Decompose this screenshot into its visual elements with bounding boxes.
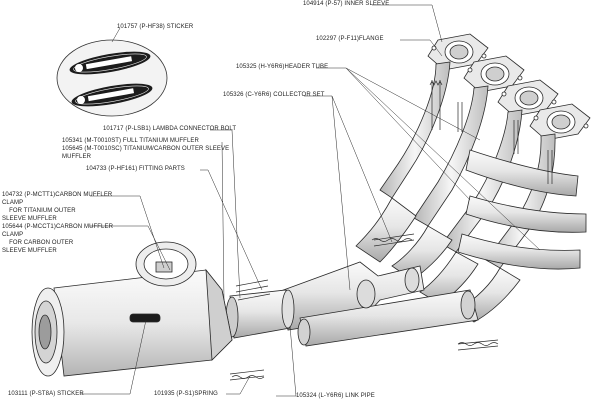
label-clamp-titanium-4: SLEEVE MUFFLER (2, 216, 57, 222)
label-clamp-carbon-2: CLAMP (2, 232, 24, 238)
spring-g (237, 293, 271, 301)
label-header-tube: 105325 (H-Y6R6)HEADER TUBE (236, 64, 329, 70)
flange-3 (497, 79, 559, 117)
link-pipe (225, 289, 295, 339)
sticker-sheet (56, 39, 168, 117)
flange-4 (529, 103, 591, 141)
spring-b (457, 102, 463, 132)
muffler (31, 268, 233, 377)
label-clamp-carbon-3: FOR CARBON OUTER (2, 240, 74, 246)
label-sticker-bottom: 103111 (P-ST8A) STICKER (8, 391, 84, 397)
spring-a (429, 80, 443, 130)
collector-set (277, 261, 479, 347)
leader-lines (80, 4, 541, 397)
flange-2 (463, 55, 525, 93)
spring-e (373, 233, 415, 247)
label-collector-set: 105326 (C-Y6R6) COLLECTOR SET (223, 92, 325, 98)
label-lambda-connector-bolt: 101717 (P-LSB1) LAMBDA CONNECTOR BOLT (103, 126, 237, 132)
label-fitting-parts: 104733 (P-HF161) FITTING PARTS (86, 166, 185, 172)
spring-d (547, 150, 553, 184)
sticker-decal-1 (69, 51, 151, 75)
label-full-titanium-muffler: 105341 (M-T0010ST) FULL TITANIUM MUFFLER (62, 138, 199, 144)
label-carbon-sleeve-muffler: 105645 (M-T0010SC) TITANIUM/CARBON OUTER… (62, 146, 230, 152)
label-link-pipe: 105324 (L-Y6R6) LINK PIPE (296, 393, 375, 399)
label-carbon-sleeve-muffler-cont: MUFFLER (62, 154, 92, 160)
label-clamp-titanium-1: 104732 (P-MCTT1)CARBON MUFFLER (2, 192, 113, 198)
label-clamp-carbon-4: SLEEVE MUFFLER (2, 248, 57, 254)
label-inner-sleeve: 104914 (P-57) INNER SLEEVE (303, 1, 390, 7)
sticker-decal-2 (71, 83, 153, 107)
spring-h (457, 339, 499, 351)
label-clamp-titanium-2: CLAMP (2, 200, 24, 206)
spring-f (235, 279, 269, 293)
muffler-logo-sticker (129, 313, 161, 323)
label-flange: 102297 (P-F11)FLANGE (316, 36, 384, 42)
muffler-clamp (135, 241, 197, 287)
label-clamp-titanium-3: FOR TITANIUM OUTER (2, 208, 76, 214)
spring-c (513, 120, 519, 154)
springs (229, 80, 553, 381)
label-spring: 101935 (P-S1)SPRING (154, 391, 218, 397)
label-sticker-top: 101757 (P-HF38) STICKER (117, 24, 194, 30)
label-clamp-carbon-1: 105644 (P-MCCT1)CARBON MUFFLER (2, 224, 114, 230)
flanges (427, 33, 591, 141)
header-tubes (355, 61, 587, 323)
flange-1 (427, 33, 489, 71)
